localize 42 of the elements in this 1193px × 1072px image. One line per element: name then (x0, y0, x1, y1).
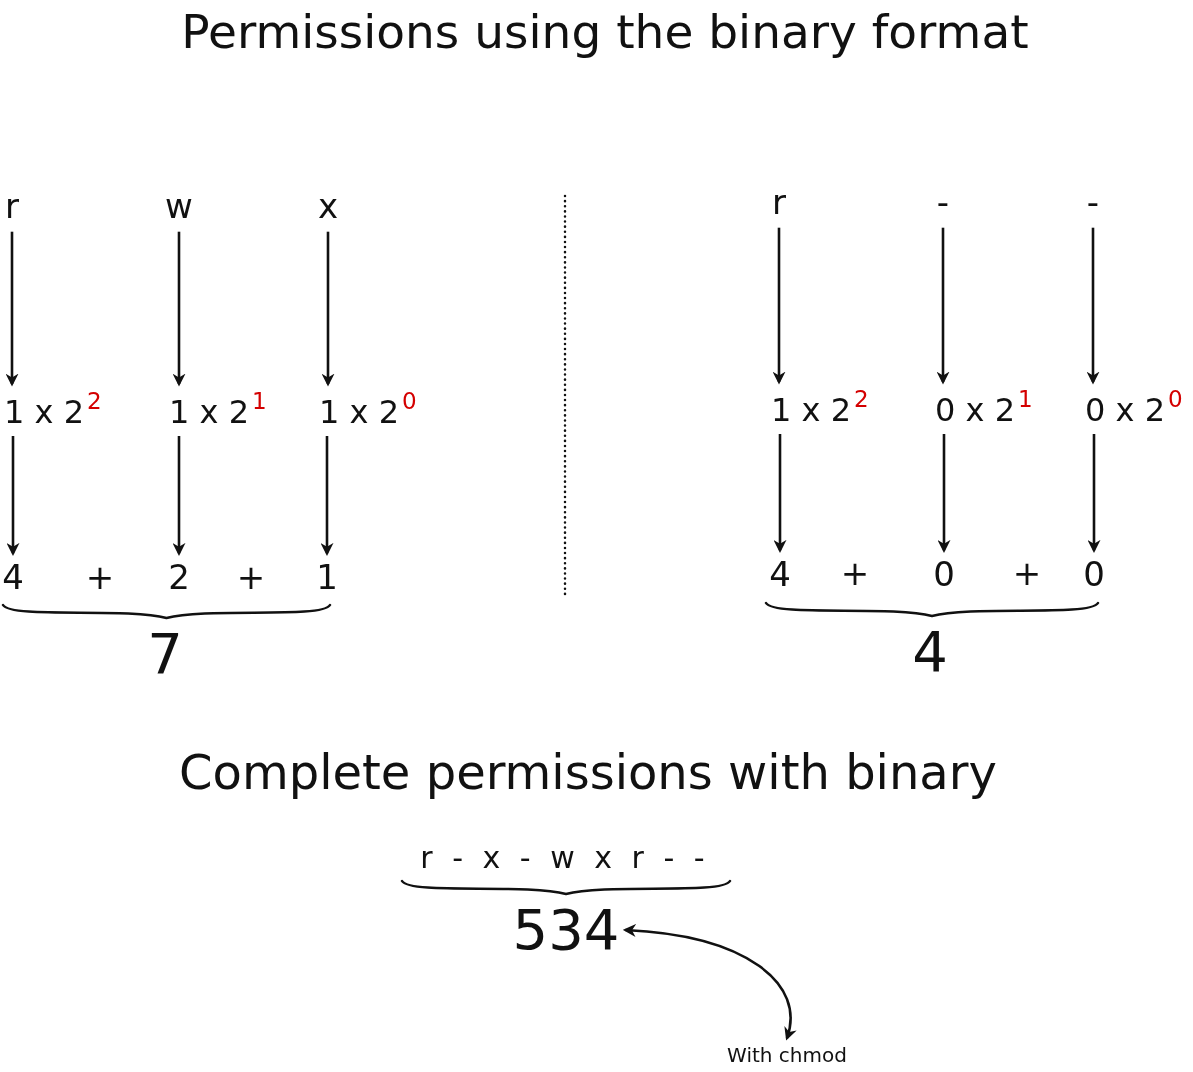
arrow (321, 231, 335, 387)
power-term: 1 x 2$^{2}$ (4, 390, 102, 430)
term-value: 0 (1083, 556, 1105, 594)
arrow (6, 436, 20, 556)
permission-letter: w (165, 188, 193, 226)
plus-sign: + (1012, 555, 1042, 593)
arrow (1086, 227, 1100, 385)
arrow (772, 227, 786, 385)
note-text: With chmod (727, 1044, 847, 1066)
arrow (936, 227, 950, 385)
permission-letter: r (772, 184, 786, 222)
arrow (172, 231, 186, 387)
plus-sign: + (840, 555, 870, 593)
arrow (320, 436, 334, 556)
arrow (5, 231, 19, 387)
arrow (937, 434, 951, 553)
term-value: 4 (2, 559, 24, 597)
permission-dash: - (1086, 184, 1100, 222)
arrow (773, 434, 787, 553)
section-heading: Complete permissions with binary (179, 745, 997, 799)
octal-value: 534 (512, 899, 620, 961)
permission-letter: x (317, 188, 339, 226)
permission-dash: - (936, 184, 950, 222)
power-term: 0 x 2$^{1}$ (935, 388, 1033, 428)
term-value: 2 (168, 559, 190, 597)
arrow (172, 436, 186, 556)
curved-double-arrow (622, 924, 796, 1041)
permission-letter: r (5, 188, 19, 226)
term-value: 4 (769, 556, 791, 594)
plus-sign: + (85, 559, 115, 597)
power-term: 0 x 2$^{0}$ (1085, 388, 1183, 428)
sum-value: 7 (147, 623, 183, 685)
term-value: 0 (933, 556, 955, 594)
term-value: 1 (316, 559, 338, 597)
plus-sign: + (236, 559, 266, 597)
diagram-title: Permissions using the binary format (181, 6, 1029, 58)
power-term: 1 x 2$^{1}$ (169, 390, 267, 430)
power-term: 1 x 2$^{0}$ (319, 390, 417, 430)
arrow (1087, 434, 1101, 553)
power-term: 1 x 2$^{2}$ (771, 388, 869, 428)
sum-value: 4 (912, 621, 948, 683)
permission-string: r - x - w x r - - (420, 840, 710, 874)
